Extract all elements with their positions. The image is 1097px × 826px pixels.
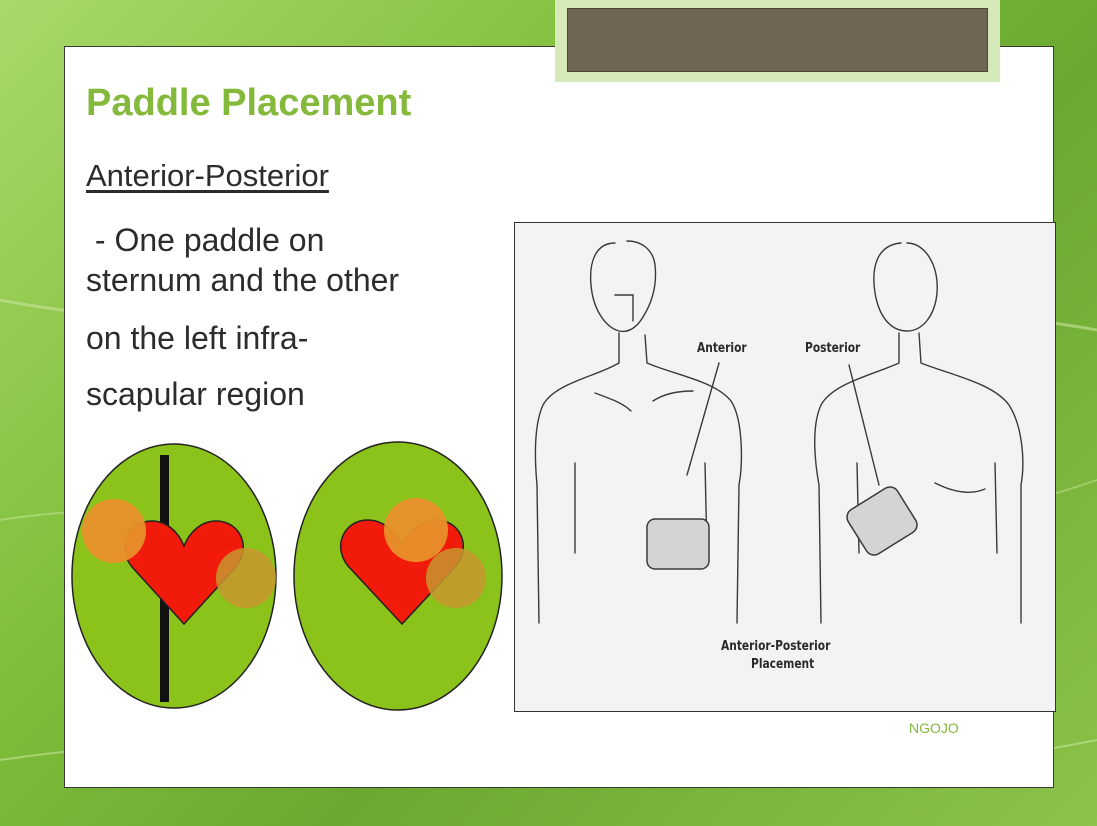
back-head-icon <box>874 243 937 331</box>
body-line-4: scapular region <box>86 376 305 413</box>
oval-anterior <box>72 444 276 708</box>
back-scapula-icon <box>935 483 985 492</box>
header-block <box>555 0 1000 82</box>
paddle-circle-icon <box>384 498 448 562</box>
posterior-paddle-icon <box>844 484 921 559</box>
paddle-circle-icon <box>426 548 486 608</box>
oval-posterior <box>294 442 502 710</box>
posterior-pointer-line <box>849 365 879 485</box>
anterior-posterior-diagram: Anterior Posterior Anterior-Posterior Pl… <box>514 222 1056 712</box>
paddle-position-illustration <box>66 418 506 734</box>
anterior-label: Anterior <box>697 341 747 356</box>
torso-outline-drawing <box>515 223 1055 711</box>
posterior-label: Posterior <box>805 341 860 356</box>
front-face-icon <box>615 295 633 321</box>
paddle-circle-icon <box>216 548 276 608</box>
front-clavicle-icon <box>595 391 693 411</box>
front-head-icon <box>591 241 656 331</box>
anterior-paddle-icon <box>647 519 709 569</box>
header-block-fill <box>567 8 988 72</box>
body-line-3: on the left infra- <box>86 320 308 357</box>
credit-text: NGOJO <box>909 720 959 736</box>
diagram-caption-line2: Placement <box>751 657 814 672</box>
body-line-1: - One paddle on <box>86 222 324 259</box>
back-body-right-icon <box>919 333 1023 623</box>
anterior-pointer-line <box>687 363 719 475</box>
diagram-caption-line1: Anterior-Posterior <box>721 639 830 654</box>
paddle-circle-icon <box>82 499 146 563</box>
slide-title: Paddle Placement <box>86 82 411 125</box>
front-body-right-icon <box>645 335 741 623</box>
slide-subtitle: Anterior-Posterior <box>86 158 329 194</box>
body-line-2: sternum and the other <box>86 262 399 299</box>
front-body-left-icon <box>535 333 619 623</box>
